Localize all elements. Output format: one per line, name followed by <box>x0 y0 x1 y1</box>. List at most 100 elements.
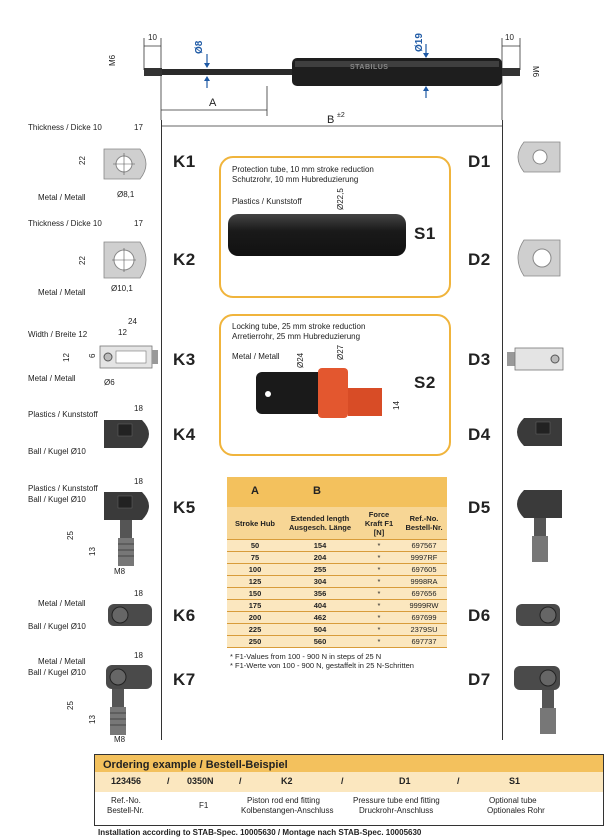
k5-thread: M8 <box>114 567 126 576</box>
k1-height: 22 <box>78 156 87 165</box>
order-d: D1 <box>399 776 411 786</box>
d5-code: D5 <box>468 498 491 517</box>
s1-code: S1 <box>414 224 436 243</box>
table-cell: * <box>357 539 401 552</box>
label-tube-de: Druckrohr-Anschluss <box>359 806 434 815</box>
k6-material: Metal / Metall <box>38 599 86 608</box>
selection-table: A B Stroke Hub Extended length Ausgesch.… <box>227 477 447 648</box>
table-cell: 697567 <box>401 539 447 552</box>
tube-diameter-label: Ø19 <box>414 33 425 52</box>
order-sep-4: / <box>457 776 460 786</box>
label-rod-de: Kolbenstangen-Anschluss <box>241 806 334 815</box>
s2-dim2: Ø27 <box>336 344 345 360</box>
d7-code: D7 <box>468 670 491 689</box>
s1-title-en: Protection tube, 10 mm stroke reduction <box>232 165 374 174</box>
table-cell: 356 <box>283 587 357 600</box>
table-cell: * <box>357 635 401 648</box>
label-opt-de: Optionales Rohr <box>487 806 545 815</box>
table-note-de: * F1-Werte von 100 - 900 N, gestaffelt i… <box>230 661 414 670</box>
table-cell: 255 <box>283 563 357 576</box>
k4-ball-socket <box>100 416 158 452</box>
table-cell: 304 <box>283 575 357 588</box>
table-cell: 154 <box>283 539 357 552</box>
k3-width-label: Width / Breite 12 <box>28 330 88 339</box>
table-cell: * <box>357 623 401 636</box>
s1-protection-tube <box>228 210 408 260</box>
k3-width-inner: 12 <box>118 328 127 337</box>
k1-eye-fitting <box>102 145 154 183</box>
k2-width: 17 <box>134 219 143 228</box>
table-cell: 204 <box>283 551 357 564</box>
k5-ball-stud <box>98 488 160 570</box>
d3-clevis-fitting <box>505 342 567 376</box>
k6-code: K6 <box>173 606 196 625</box>
k3-width-outer: 24 <box>128 317 137 326</box>
ordering-labels-row: Ref.-No. Bestell-Nr. F1 Piston rod end f… <box>95 792 603 824</box>
table-cell: 200 <box>227 611 283 624</box>
s2-code: S2 <box>414 373 436 392</box>
k2-hole: Ø10,1 <box>111 284 133 293</box>
k1-thickness: Thickness / Dicke 10 <box>28 123 102 132</box>
footer-note: Installation according to STAB-Spec. 100… <box>98 828 422 837</box>
k3-material: Metal / Metall <box>28 374 76 383</box>
s2-title-de: Arretierrohr, 25 mm Hubreduzierung <box>232 332 361 341</box>
d1-code: D1 <box>468 152 491 171</box>
table-cell: * <box>357 575 401 588</box>
table-cell: 697605 <box>401 563 447 576</box>
k4-code: K4 <box>173 425 196 444</box>
end-gap-right: 10 <box>505 33 514 42</box>
s1-material: Plastics / Kunststoff <box>232 197 302 206</box>
table-cell: 9997RF <box>401 551 447 564</box>
s2-dim3: 14 <box>392 401 401 410</box>
k7-code: K7 <box>173 670 196 689</box>
body-thread-label: M6 <box>531 66 540 78</box>
table-cell: 504 <box>283 623 357 636</box>
table-cell: 697699 <box>401 611 447 624</box>
table-body: Stroke Hub Extended length Ausgesch. Län… <box>227 507 447 648</box>
table-cell: 2379SU <box>401 623 447 636</box>
order-sep-2: / <box>239 776 242 786</box>
k2-eye-fitting <box>102 238 154 282</box>
k3-slot: 6 <box>88 353 97 358</box>
k1-width: 17 <box>134 123 143 132</box>
end-gap-left: 10 <box>148 33 157 42</box>
table-cell: * <box>357 611 401 624</box>
table-cell: * <box>357 563 401 576</box>
k6-width: 18 <box>134 589 143 598</box>
k6-ball: Ball / Kugel Ø10 <box>28 622 86 631</box>
brand-mark: STABILUS <box>350 64 389 71</box>
order-s: S1 <box>509 776 521 786</box>
table-note-en: * F1-Values from 100 - 900 N in steps of… <box>230 652 382 661</box>
k3-height: 12 <box>62 353 71 362</box>
label-ref-en: Ref.-No. <box>111 796 141 805</box>
s2-material: Metal / Metall <box>232 352 280 361</box>
gas-spring-svg <box>143 38 521 127</box>
table-cell: 225 <box>227 623 283 636</box>
dim-a-label: A <box>209 97 217 109</box>
s2-title-en: Locking tube, 25 mm stroke reduction <box>232 322 366 331</box>
table-header-band: A B <box>227 477 447 507</box>
k5-width: 18 <box>134 477 143 486</box>
order-k: K2 <box>281 776 293 786</box>
k7-ball: Ball / Kugel Ø10 <box>28 668 86 677</box>
label-opt-en: Optional tube <box>489 796 537 805</box>
s2-locking-tube <box>246 364 386 424</box>
k5-height: 25 <box>66 531 75 540</box>
table-cell: 75 <box>227 551 283 564</box>
table-cell: * <box>357 599 401 612</box>
table-cell: 462 <box>283 611 357 624</box>
s1-dim: Ø22,5 <box>336 188 345 210</box>
order-ref: 123456 <box>111 776 142 786</box>
d3-code: D3 <box>468 350 491 369</box>
rod-thread-label: M6 <box>108 54 117 66</box>
k2-thickness: Thickness / Dicke 10 <box>28 219 102 228</box>
rod-diameter-label: Ø8 <box>194 40 205 54</box>
col-length: Extended length Ausgesch. Länge <box>283 507 357 540</box>
s1-title-de: Schutzrohr, 10 mm Hubreduzierung <box>232 175 359 184</box>
